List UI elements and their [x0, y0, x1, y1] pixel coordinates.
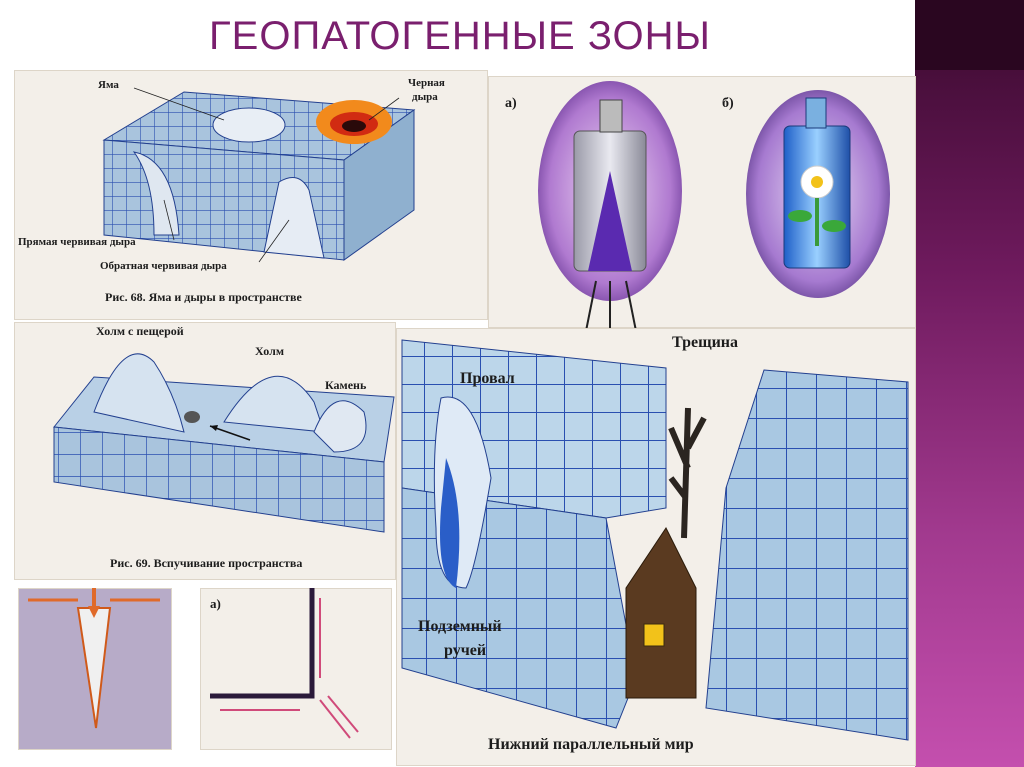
label-reverse-wormhole: Обратная червивая дыра [100, 260, 227, 272]
hill-shape [223, 375, 325, 433]
label-sinkhole: Провал [460, 370, 515, 387]
label-stream-line2: ручей [444, 642, 487, 659]
label-b-top: б) [722, 96, 734, 111]
tree-shape [668, 407, 707, 539]
figure-68-caption: Рис. 68. Яма и дыры в пространстве [105, 290, 302, 304]
label-crack: Трещина [672, 334, 739, 351]
label-black-hole-line1: Черная [408, 77, 445, 89]
figure-68-illustration [102, 87, 416, 263]
stream-shape [440, 458, 460, 588]
slide-title: ГЕОПАТОГЕННЫЕ ЗОНЫ [209, 14, 711, 58]
corner-diagram-panel [200, 588, 392, 750]
crack-figure-illustration [401, 339, 909, 741]
label-a-bottom: а) [210, 596, 221, 611]
decorative-side-band-top [915, 0, 1024, 70]
corner-diagram [210, 588, 359, 739]
figure-69-illustration [53, 353, 395, 533]
label-black-hole-line2: дыра [412, 91, 438, 103]
house-shape [625, 527, 697, 699]
stone-shape [313, 400, 367, 453]
label-hill: Холм [255, 344, 285, 358]
hill-with-cave-shape [93, 353, 185, 433]
cave-entrance [184, 411, 200, 423]
label-stream-line1: Подземный [418, 618, 502, 635]
house-window [643, 623, 665, 647]
figure-ab-illustration [538, 81, 890, 332]
figure-69-caption: Рис. 69. Вспучивание пространства [110, 556, 303, 570]
label-stone: Камень [325, 378, 367, 392]
label-hill-with-cave: Холм с пещерой [96, 324, 184, 338]
pit-shape [212, 107, 286, 143]
label-straight-wormhole: Прямая червивая дыра [18, 236, 136, 248]
label-pit: Яма [98, 79, 119, 91]
label-a-top: а) [505, 96, 517, 111]
reverse-wormhole-shape [263, 177, 325, 259]
crack-diagram [28, 588, 160, 729]
label-lower-world: Нижний параллельный мир [488, 736, 694, 753]
decorative-side-band [915, 0, 1024, 767]
